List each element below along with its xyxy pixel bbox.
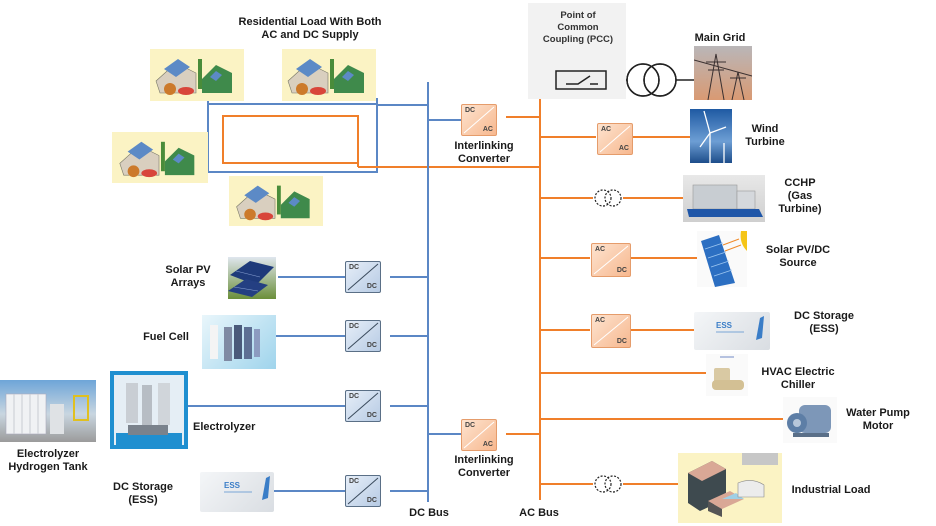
label-line: Water Pump	[846, 407, 910, 419]
converter-output-label: DC	[366, 412, 377, 419]
residential-load-title: Residential Load With Both AC and DC Sup…	[238, 16, 382, 41]
interlinking-converter-bottom[interactable]: DC AC	[461, 419, 497, 451]
converter-output-label: DC	[616, 267, 627, 274]
label-line: Solar PV	[165, 264, 211, 276]
fuel-cell-dc-dc-converter[interactable]: DC DC	[345, 320, 381, 352]
label-line: HVAC Electric	[761, 366, 835, 378]
dc-bus-label: DC Bus	[409, 507, 449, 519]
transmission-tower-icon[interactable]	[694, 46, 752, 100]
ess-container-icon[interactable]: ESS	[694, 312, 770, 350]
dc-storage-dc-dc-converter[interactable]: DC DC	[345, 475, 381, 507]
dc-bus-line	[188, 82, 462, 502]
converter-output-label: DC	[366, 497, 377, 504]
label-line: Arrays	[170, 277, 206, 289]
house-icon	[112, 132, 208, 183]
label-line: Electrolyzer	[16, 448, 80, 460]
converter-input-label: DC	[465, 422, 476, 429]
industrial-load-label: Industrial Load	[791, 484, 871, 496]
main-grid-label: Main Grid	[694, 32, 746, 44]
house-icon	[229, 176, 323, 226]
electrolyzer-label: Electrolyzer	[193, 421, 256, 433]
solar-dc-converter[interactable]: AC DC	[591, 243, 631, 277]
label-line: Hydrogen Tank	[8, 461, 88, 473]
converter-input-label: DC	[349, 393, 360, 400]
interlinking-converter-label: Interlinking Converter	[446, 454, 522, 480]
wind-turbine-label: Wind Turbine	[742, 123, 788, 149]
label-line: Converter	[458, 467, 510, 479]
residential-dc-loop	[207, 98, 428, 173]
ess-badge: ESS	[716, 321, 733, 330]
label-line: DC Storage	[794, 310, 854, 322]
fuel-cell-icon[interactable]	[202, 315, 276, 369]
label-line: Converter	[458, 153, 510, 165]
converter-input-label: DC	[465, 107, 476, 114]
pcc-label-line: Coupling (PCC)	[542, 34, 614, 45]
converter-input-label: DC	[349, 478, 360, 485]
ac-bus-line	[506, 80, 783, 500]
solar-pv-dc-source-label: Solar PV/DC Source	[760, 244, 836, 270]
label-line: Chiller	[780, 379, 816, 391]
pcc-label-line: Point of	[560, 10, 596, 21]
solar-pv-arrays-label: Solar PV Arrays	[160, 264, 216, 290]
label-line: Interlinking	[454, 454, 514, 466]
wind-turbine-icon[interactable]	[690, 109, 732, 163]
converter-output-label: DC	[366, 342, 377, 349]
fuel-cell-label: Fuel Cell	[143, 331, 189, 343]
chiller-icon[interactable]	[706, 354, 748, 396]
converter-input-label: AC	[595, 317, 606, 324]
house-icon	[282, 49, 376, 101]
converter-output-label: DC	[366, 283, 377, 290]
gas-turbine-icon[interactable]	[683, 175, 765, 222]
converter-input-label: AC	[601, 126, 612, 133]
pcc-label-line: Common	[557, 22, 599, 33]
water-pump-motor-label: Water Pump Motor	[844, 407, 912, 433]
converter-input-label: DC	[349, 264, 360, 271]
pcc-label: Point of Common Coupling (PCC)	[540, 10, 616, 46]
solar-pv-dc-dc-converter[interactable]: DC DC	[345, 261, 381, 293]
hydrogen-tank-label: Electrolyzer Hydrogen Tank	[0, 448, 96, 474]
cchp-label: CCHP (Gas Turbine)	[772, 177, 828, 216]
ac-dc-storage-label: DC Storage (ESS)	[782, 310, 866, 336]
solar-panel-icon[interactable]	[697, 231, 747, 287]
label-line: Motor	[862, 420, 894, 432]
ac-storage-converter[interactable]: AC DC	[591, 314, 631, 348]
hvac-chiller-label: HVAC Electric Chiller	[758, 366, 838, 392]
ess-badge: ESS	[224, 481, 241, 490]
label-line: Solar PV/DC	[765, 244, 831, 256]
label-line: (ESS)	[128, 494, 158, 506]
factory-icon[interactable]	[678, 453, 782, 523]
label-line: DC Storage	[113, 481, 173, 493]
ac-bus-label: AC Bus	[519, 507, 559, 519]
dc-storage-label: DC Storage (ESS)	[108, 481, 178, 507]
interlinking-converter-label: Interlinking Converter	[446, 140, 522, 166]
label-line: Interlinking	[454, 140, 514, 152]
ess-container-icon[interactable]: ESS	[200, 472, 274, 512]
pump-motor-icon[interactable]	[783, 397, 837, 443]
transformer-icon	[594, 189, 622, 493]
converter-output-label: DC	[616, 338, 627, 345]
wind-converter[interactable]: AC AC	[597, 123, 633, 155]
label-line: Turbine	[745, 136, 785, 148]
label-line: Wind	[751, 123, 779, 135]
house-icon	[150, 49, 244, 101]
electrolyzer-icon[interactable]	[110, 371, 188, 449]
converter-input-label: DC	[349, 323, 360, 330]
electrolyzer-dc-dc-converter[interactable]: DC DC	[345, 390, 381, 422]
label-line: Turbine)	[778, 203, 822, 215]
converter-output-label: AC	[618, 145, 629, 152]
label-line: Source	[779, 257, 817, 269]
converter-input-label: AC	[595, 246, 606, 253]
solar-array-icon[interactable]	[228, 257, 276, 299]
converter-output-label: AC	[482, 441, 493, 448]
label-line: CCHP	[784, 177, 816, 189]
converter-output-label: AC	[482, 126, 493, 133]
label-line: (ESS)	[809, 323, 839, 335]
hydrogen-tank-icon[interactable]	[0, 380, 96, 442]
label-line: (Gas	[787, 190, 813, 202]
interlinking-converter-top[interactable]: DC AC	[461, 104, 497, 136]
residential-ac-loop	[222, 115, 540, 168]
